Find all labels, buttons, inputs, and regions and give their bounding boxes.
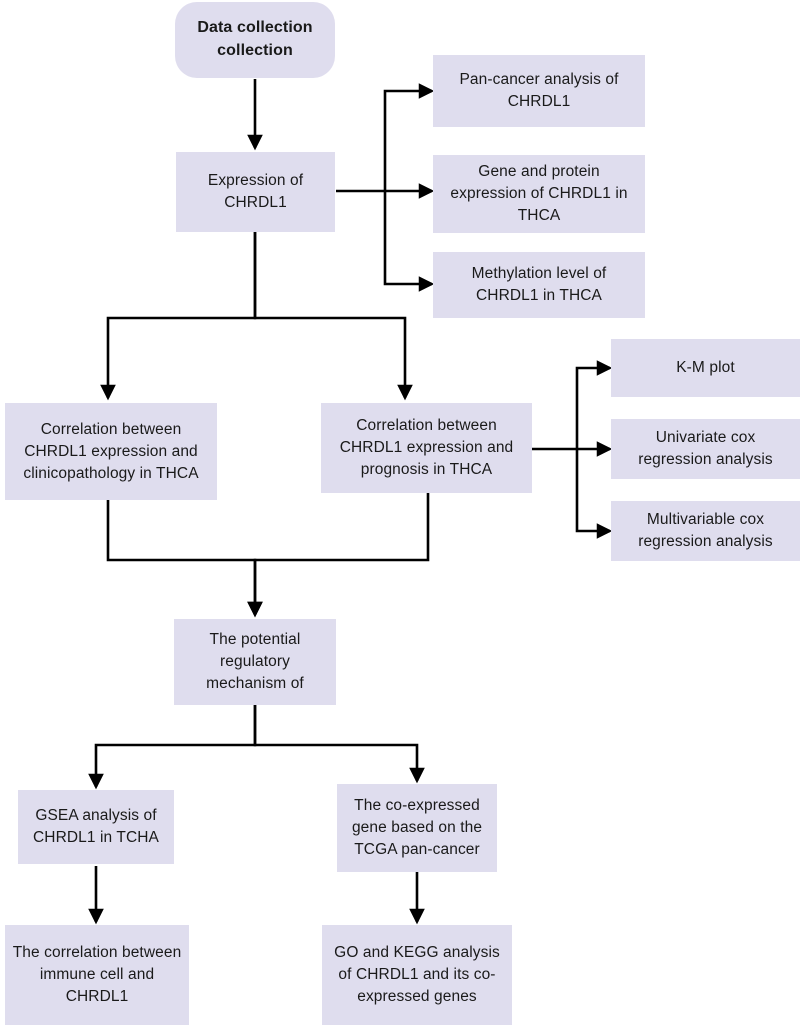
arrow-expression-to-clinicopathology	[100, 232, 257, 401]
node-pan-cancer-analysis[interactable]: Pan-cancer analysis of CHRDL1	[433, 55, 645, 127]
node-pan-cancer-analysis-label: Pan-cancer analysis of CHRDL1	[459, 71, 619, 110]
arrow-prognosis-to-multivariable	[575, 449, 613, 539]
node-km-plot[interactable]: K-M plot	[611, 339, 800, 397]
arrow-mechanism-to-coexpressed	[253, 705, 425, 784]
node-expression-of-chrdl1-label: Expression of CHRDL1	[207, 172, 304, 211]
node-correlation-clinicopathology[interactable]: Correlation between CHRDL1 expression an…	[5, 403, 217, 500]
node-univariate-cox[interactable]: Univariate cox regression analysis	[611, 419, 800, 479]
node-immune-cell-correlation-label: The correlation between immune cell and …	[12, 944, 182, 1005]
node-co-expressed-gene[interactable]: The co-expressed gene based on the TCGA …	[337, 784, 497, 872]
node-correlation-clinicopathology-label: Correlation between CHRDL1 expression an…	[23, 420, 199, 482]
arrow-expression-to-pancancer	[383, 83, 435, 191]
arrow-mechanism-to-gsea	[88, 705, 257, 790]
node-methylation-level[interactable]: Methylation level of CHRDL1 in THCA	[433, 252, 645, 318]
node-gsea-analysis[interactable]: GSEA analysis of CHRDL1 in TCHA	[18, 790, 174, 864]
node-gene-protein-expression-label: Gene and protein expression of CHRDL1 in…	[450, 163, 628, 224]
node-correlation-prognosis[interactable]: Correlation between CHRDL1 expression an…	[321, 403, 532, 493]
node-potential-mechanism[interactable]: The potential regulatory mechanism of	[174, 619, 336, 705]
node-gene-protein-expression[interactable]: Gene and protein expression of CHRDL1 in…	[433, 155, 645, 233]
node-multivariable-cox[interactable]: Multivariable cox regression analysis	[611, 501, 800, 561]
node-expression-of-chrdl1[interactable]: Expression of CHRDL1	[176, 152, 335, 232]
node-gsea-analysis-label: GSEA analysis of CHRDL1 in TCHA	[32, 807, 159, 846]
arrow-expression-to-methylation	[383, 191, 435, 292]
arrow-prognosis-to-mechanism	[247, 492, 430, 618]
arrow-prognosis-to-km	[575, 360, 613, 449]
arrow-clinicopathology-to-mechanism	[106, 500, 263, 618]
node-univariate-cox-label: Univariate cox regression analysis	[638, 429, 773, 468]
node-correlation-prognosis-label: Correlation between CHRDL1 expression an…	[339, 417, 514, 478]
node-co-expressed-gene-label: The co-expressed gene based on the TCGA …	[351, 797, 483, 858]
node-multivariable-cox-label: Multivariable cox regression analysis	[638, 511, 773, 550]
arrow-expression-to-prognosis	[253, 232, 413, 401]
node-potential-mechanism-label: The potential regulatory mechanism of	[206, 631, 304, 692]
node-data-collection[interactable]: Data collection collection	[175, 2, 335, 78]
node-km-plot-label: K-M plot	[676, 359, 735, 376]
node-methylation-level-label: Methylation level of CHRDL1 in THCA	[471, 265, 607, 304]
node-go-kegg-analysis[interactable]: GO and KEGG analysis of CHRDL1 and its c…	[322, 925, 512, 1025]
node-immune-cell-correlation[interactable]: The correlation between immune cell and …	[5, 925, 189, 1025]
node-data-collection-label: Data collection collection	[197, 19, 313, 59]
node-go-kegg-analysis-label: GO and KEGG analysis of CHRDL1 and its c…	[334, 944, 500, 1005]
